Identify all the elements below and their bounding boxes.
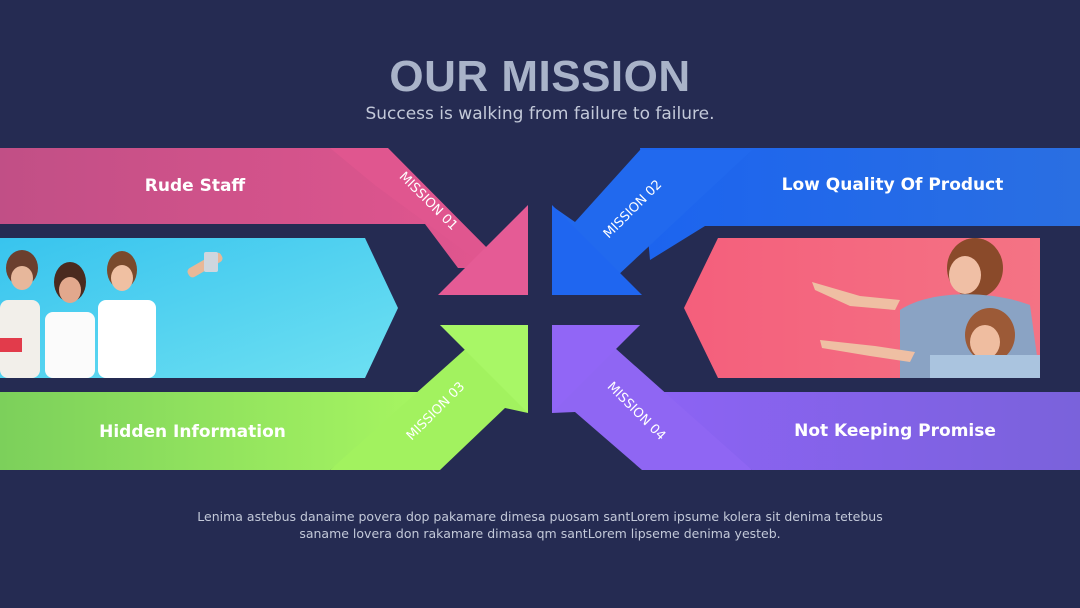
page-title: OUR MISSION [389,52,691,101]
mission-03-arrow [0,325,528,470]
mission-02-arrow [552,148,1080,295]
mission-04-arrow [552,325,1080,470]
mission-01-label: Rude Staff [144,176,246,196]
page-subtitle: Success is walking from failure to failu… [365,104,715,124]
mission-02-label: Low Quality Of Product [781,175,1004,195]
mission-03-label: Hidden Information [99,422,286,442]
footer-text: Lenima astebus danaime povera dop pakama… [197,509,883,541]
photo-right [684,238,1040,378]
mission-01-arrow [0,148,528,295]
mission-04-label: Not Keeping Promise [794,421,996,441]
photo-left [0,238,398,378]
